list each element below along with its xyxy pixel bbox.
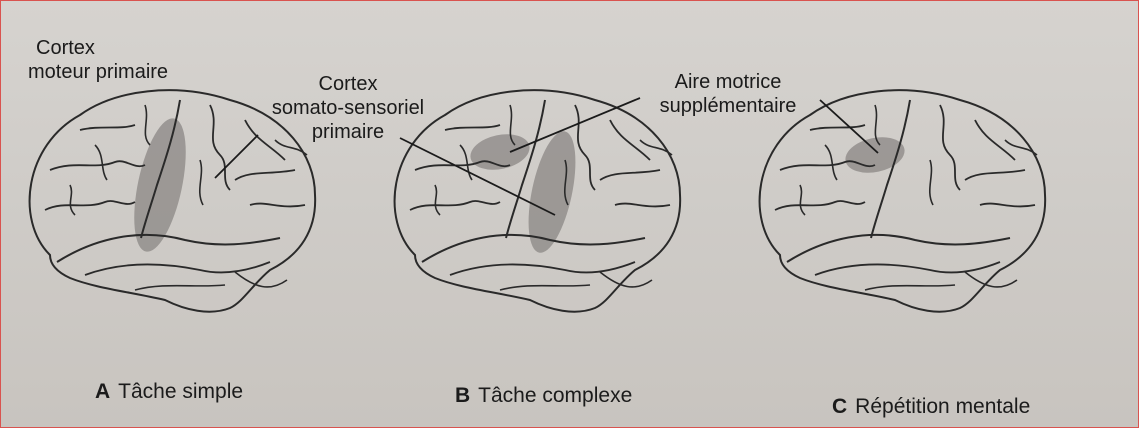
caption-b-text: Tâche complexe (478, 384, 632, 407)
brain-c (760, 90, 1046, 311)
label-aire-motrice-line2: supplémentaire (628, 94, 828, 118)
caption-b-letter: B (455, 384, 470, 407)
caption-a-letter: A (95, 380, 110, 403)
caption-c-text: Répétition mentale (855, 395, 1030, 418)
label-cortex-somato-line1: Cortex (243, 72, 453, 96)
caption-c: C Répétition mentale (832, 395, 1030, 419)
caption-b: B Tâche complexe (455, 384, 632, 408)
caption-a-text: Tâche simple (118, 380, 243, 403)
label-cortex-somato-line2: somato-sensoriel (243, 96, 453, 120)
label-cortex-somato: Cortex somato-sensoriel primaire (243, 72, 453, 144)
leader-aire-c (820, 100, 878, 153)
label-cortex-somato-line3: primaire (243, 120, 453, 144)
caption-c-letter: C (832, 395, 847, 418)
label-cortex-moteur: Cortex moteur primaire (28, 36, 168, 84)
label-cortex-moteur-line2: moteur primaire (28, 60, 168, 84)
label-cortex-moteur-line1: Cortex (28, 36, 168, 60)
caption-a: A Tâche simple (95, 380, 243, 404)
sma-highlight-c (842, 132, 908, 178)
label-aire-motrice-line1: Aire motrice (628, 70, 828, 94)
label-aire-motrice: Aire motrice supplémentaire (628, 70, 828, 118)
sma-highlight-b (467, 129, 533, 175)
